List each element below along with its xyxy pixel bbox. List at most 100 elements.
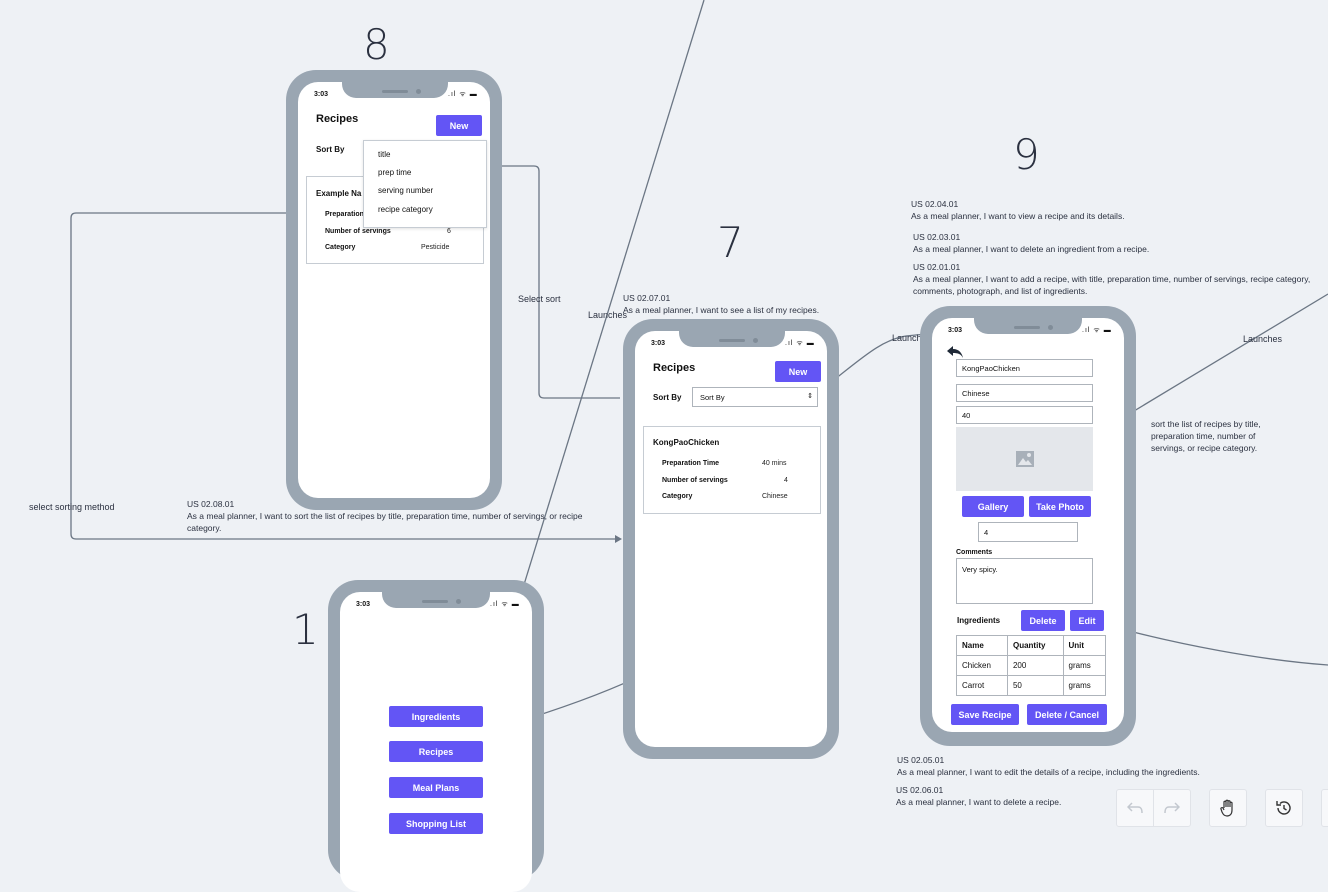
note-text: As a meal planner, I want to see a list … xyxy=(623,305,820,315)
note-sort-description: sort the list of recipes by title, prepa… xyxy=(1151,419,1261,453)
prep-time-label: Preparation xyxy=(325,211,364,218)
undo-icon xyxy=(1127,802,1143,814)
phone-screen-9: 3:03 .ıl ᯤ ▬ KongPaoChicken Chinese 40 G… xyxy=(920,306,1136,746)
image-placeholder-icon xyxy=(1015,451,1034,467)
new-recipe-button[interactable]: New xyxy=(775,361,821,382)
phone-screen-7: 3:03 .ıl ᯤ ▬ Recipes New Sort By Sort By… xyxy=(623,319,839,759)
note-id: US 02.06.01 xyxy=(896,785,944,795)
table-header-row: Name Quantity Unit xyxy=(956,635,1106,656)
undo-button[interactable] xyxy=(1116,789,1154,827)
note-us-02-04-01: US 02.04.01 As a meal planner, I want to… xyxy=(911,198,1311,222)
note-id: US 02.05.01 xyxy=(897,755,945,765)
status-time: 3:03 xyxy=(651,340,666,347)
phone-display: 3:03 .ıl ᯤ ▬ Ingredients Recipes Meal Pl… xyxy=(340,592,532,892)
hand-icon xyxy=(1220,799,1233,817)
sort-option-recipe-category[interactable]: recipe category xyxy=(378,205,433,214)
note-id: US 02.04.01 xyxy=(911,199,959,209)
table-cell: Chicken xyxy=(956,655,1008,676)
label-launches-2: Launches xyxy=(892,333,932,343)
screen-number-1: 1 xyxy=(292,605,319,654)
status-time: 3:03 xyxy=(948,327,963,334)
page-title: Recipes xyxy=(653,362,696,374)
table-row[interactable]: Carrot 50 grams xyxy=(956,675,1106,696)
category-field[interactable]: Chinese xyxy=(956,384,1093,402)
table-cell: grams xyxy=(1062,675,1106,696)
sort-by-label: Sort By xyxy=(316,145,345,154)
shopping-list-nav-button[interactable]: Shopping List xyxy=(389,813,483,834)
comments-value: Very spicy. xyxy=(962,565,998,574)
status-icons: .ıl ᯤ ▬ xyxy=(490,601,520,608)
status-time: 3:03 xyxy=(314,91,329,98)
phone-display: 3:03 .ıl ᯤ ▬ Recipes New Sort By Example… xyxy=(298,82,490,498)
note-text: As a meal planner, I want to sort the li… xyxy=(187,511,583,533)
recipe-card[interactable]: KongPaoChicken Preparation Time 40 mins … xyxy=(643,426,821,514)
screen-number-9: 9 xyxy=(1013,130,1040,179)
note-us-02-06-01: US 02.06.01 As a meal planner, I want to… xyxy=(896,784,1196,808)
status-icons: .ıl ᯤ ▬ xyxy=(785,340,815,347)
redo-button[interactable] xyxy=(1153,789,1191,827)
screen-number-7: 7 xyxy=(717,218,744,267)
connector-sort-select xyxy=(490,165,620,399)
table-cell: 50 xyxy=(1006,675,1064,696)
select-arrows-icon: ⇕ xyxy=(807,393,813,400)
table-header-cell: Quantity xyxy=(1006,635,1064,656)
history-button[interactable] xyxy=(1265,789,1303,827)
comments-textarea[interactable]: Very spicy. xyxy=(956,558,1093,604)
sort-dropdown-menu[interactable]: title prep time serving number recipe ca… xyxy=(363,140,487,228)
prep-time-field[interactable]: 40 xyxy=(956,406,1093,424)
table-row[interactable]: Chicken 200 grams xyxy=(956,655,1106,676)
sort-by-label: Sort By xyxy=(653,393,682,402)
phone-screen-1: 3:03 .ıl ᯤ ▬ Ingredients Recipes Meal Pl… xyxy=(328,580,544,892)
phone-notch xyxy=(382,592,490,608)
table-cell: Carrot xyxy=(956,675,1008,696)
gallery-button[interactable]: Gallery xyxy=(962,496,1024,517)
note-text: As a meal planner, I want to view a reci… xyxy=(911,211,1125,221)
sort-option-prep-time[interactable]: prep time xyxy=(378,168,412,177)
servings-label: Number of servings xyxy=(662,477,728,484)
table-header-cell: Name xyxy=(956,635,1008,656)
note-text: As a meal planner, I want to add a recip… xyxy=(913,274,1311,296)
note-us-02-08-01: US 02.08.01 As a meal planner, I want to… xyxy=(187,498,587,534)
toolbar-button-cropped[interactable] xyxy=(1321,789,1328,827)
note-us-02-07-01: US 02.07.01 As a meal planner, I want to… xyxy=(623,292,863,316)
note-text: As a meal planner, I want to delete a re… xyxy=(896,797,1062,807)
sort-option-serving-number[interactable]: serving number xyxy=(378,186,434,195)
delete-ingredient-button[interactable]: Delete xyxy=(1021,610,1065,631)
connector-edit-right xyxy=(1105,624,1328,666)
note-id: US 02.03.01 xyxy=(913,232,961,242)
comments-label: Comments xyxy=(956,549,993,556)
save-recipe-button[interactable]: Save Recipe xyxy=(951,704,1019,725)
phone-notch xyxy=(342,82,448,98)
take-photo-button[interactable]: Take Photo xyxy=(1029,496,1091,517)
servings-field[interactable]: 4 xyxy=(978,522,1078,542)
meal-plans-nav-button[interactable]: Meal Plans xyxy=(389,777,483,798)
recipes-nav-button[interactable]: Recipes xyxy=(389,741,483,762)
redo-icon xyxy=(1164,802,1180,814)
edit-ingredient-button[interactable]: Edit xyxy=(1070,610,1104,631)
servings-value: 6 xyxy=(447,228,451,235)
pan-hand-button[interactable] xyxy=(1209,789,1247,827)
ingredients-label: Ingredients xyxy=(957,616,1001,625)
back-arrow-icon[interactable] xyxy=(946,345,964,359)
prep-time-label: Preparation Time xyxy=(662,460,720,467)
sort-by-select[interactable]: Sort By ⇕ xyxy=(692,387,818,407)
ingredients-nav-button[interactable]: Ingredients xyxy=(389,706,483,727)
history-icon xyxy=(1276,801,1291,815)
note-id: US 02.07.01 xyxy=(623,293,671,303)
delete-cancel-button[interactable]: Delete / Cancel xyxy=(1027,704,1107,725)
sort-option-title[interactable]: title xyxy=(378,150,391,159)
status-time: 3:03 xyxy=(356,601,371,608)
label-launches-3: Launches xyxy=(1243,334,1283,344)
table-header-cell: Unit xyxy=(1062,635,1106,656)
photo-placeholder xyxy=(956,427,1093,491)
note-text: As a meal planner, I want to delete an i… xyxy=(913,244,1150,254)
title-field[interactable]: KongPaoChicken xyxy=(956,359,1093,377)
recipe-card-title: Example Na xyxy=(316,189,362,198)
category-value: Chinese xyxy=(762,493,788,500)
servings-value: 4 xyxy=(784,477,788,484)
page-title: Recipes xyxy=(316,113,359,125)
screen-number-8: 8 xyxy=(363,20,390,69)
sort-by-select-value: Sort By xyxy=(700,392,725,402)
new-recipe-button[interactable]: New xyxy=(436,115,482,136)
note-us-02-05-01: US 02.05.01 As a meal planner, I want to… xyxy=(897,754,1297,778)
